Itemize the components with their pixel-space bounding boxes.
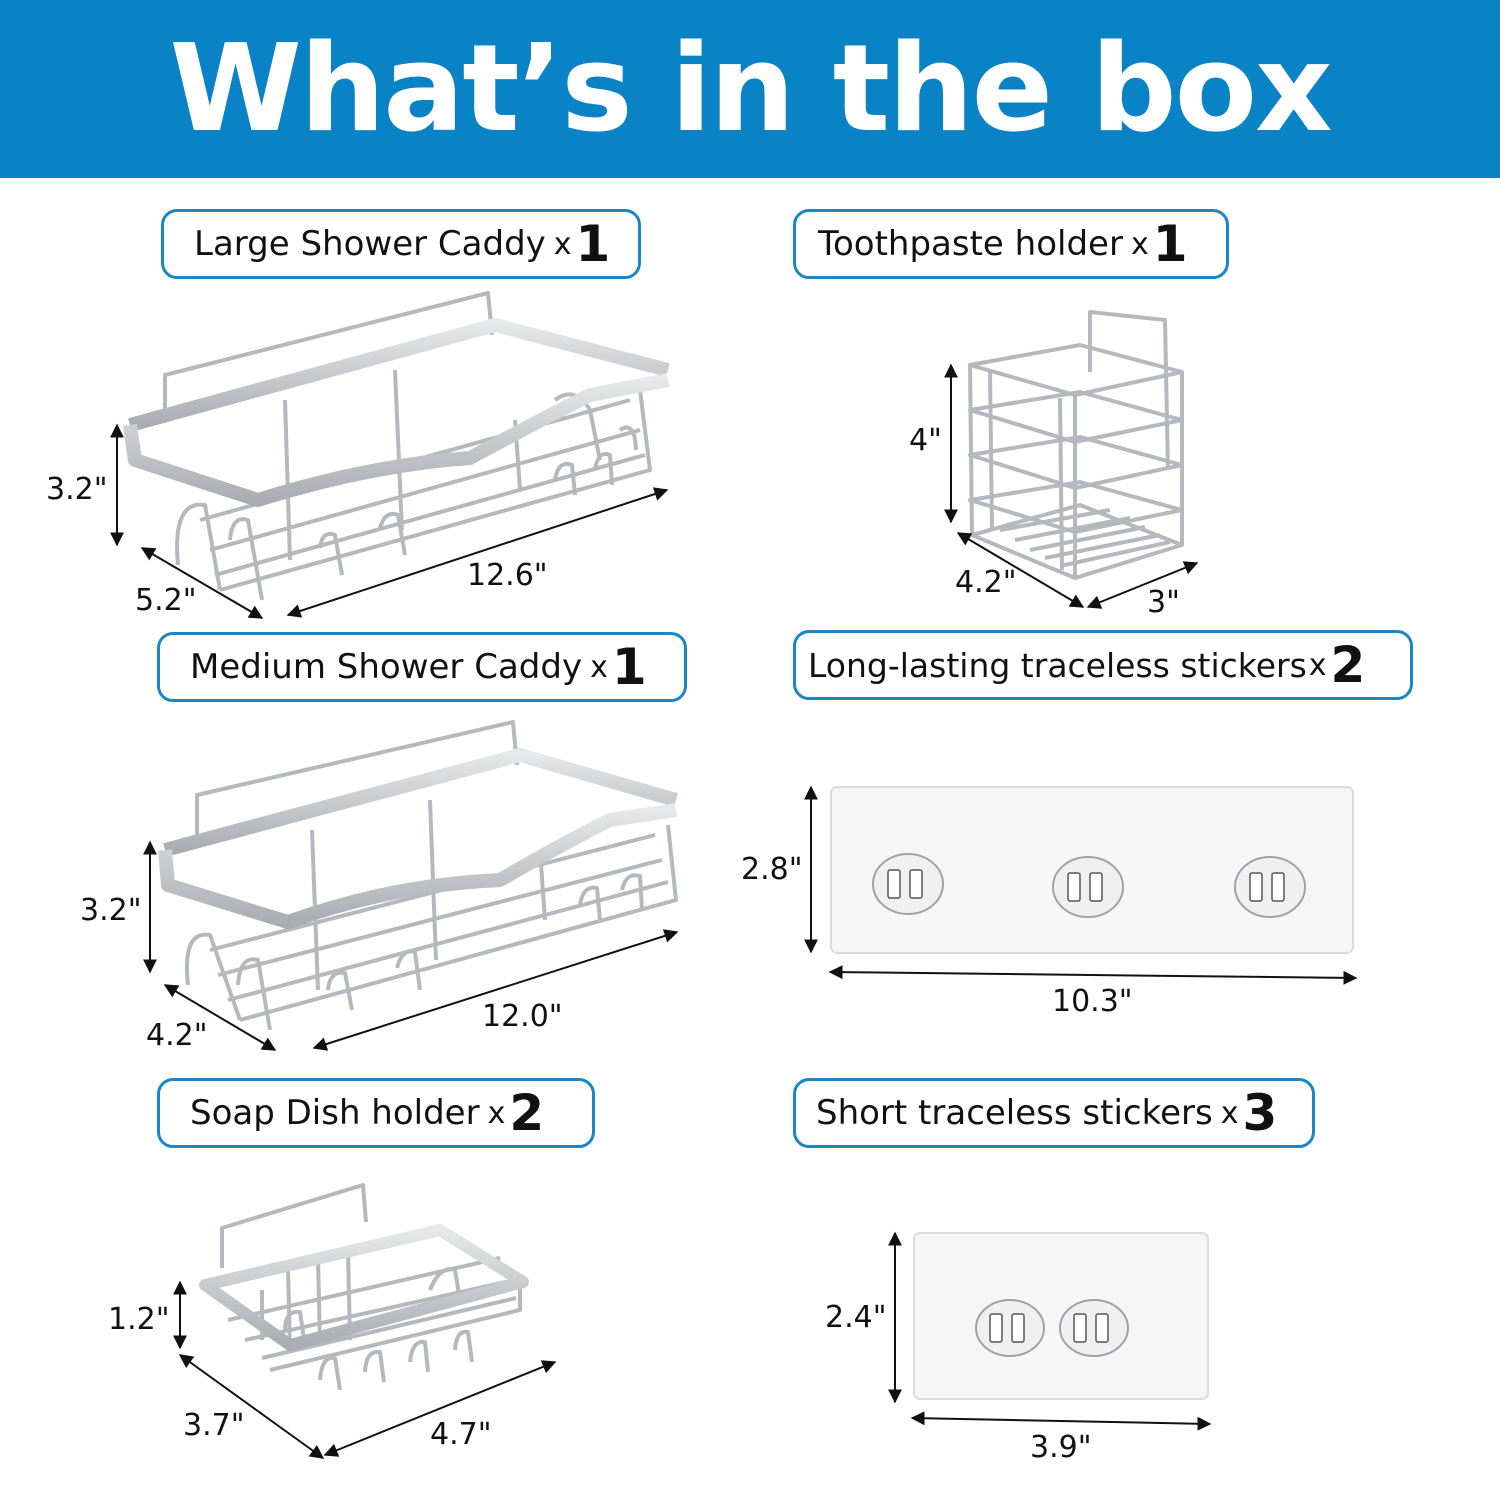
- dimension-label: 10.3": [1052, 984, 1133, 1019]
- dimension-label: 3.2": [46, 472, 108, 507]
- medium-caddy-dimension-lines: [143, 840, 679, 1051]
- large-caddy-dimension-lines: [110, 423, 669, 619]
- hook-icon: [975, 1299, 1045, 1357]
- dimension-label: 4.7": [430, 1417, 492, 1452]
- item-quantity: 2: [509, 1084, 545, 1142]
- dimension-label: 3.2": [80, 893, 142, 928]
- page-title: What’s in the box: [169, 20, 1333, 159]
- label-large-shower-caddy: Large Shower Caddy x 1: [161, 209, 641, 279]
- toothpaste-dimension-lines: [944, 363, 1199, 609]
- item-name: Long-lasting traceless stickers: [808, 645, 1307, 685]
- dimension-label: 12.0": [482, 999, 563, 1034]
- item-name: Medium Shower Caddy: [190, 647, 583, 687]
- dimension-label: 5.2": [135, 583, 197, 618]
- short-sticker-image: [913, 1232, 1209, 1400]
- item-quantity: 3: [1242, 1084, 1278, 1142]
- long-sticker-dimension-lines: [804, 785, 1358, 985]
- label-toothpaste-holder: Toothpaste holder x 1: [793, 209, 1229, 279]
- short-sticker-dimension-lines: [888, 1231, 1212, 1431]
- dimension-label: 12.6": [467, 558, 548, 593]
- item-name: Soap Dish holder: [190, 1093, 480, 1133]
- item-name: Short traceless stickers: [816, 1093, 1213, 1133]
- soap-dish-dimension-lines: [173, 1280, 557, 1459]
- dimension-label: 4": [909, 423, 942, 458]
- item-quantity: 1: [1152, 215, 1188, 273]
- medium-shower-caddy-image: [158, 720, 678, 1031]
- hook-icon: [1052, 856, 1124, 918]
- times-sign: x: [590, 649, 608, 685]
- label-medium-shower-caddy: Medium Shower Caddy x 1: [157, 632, 687, 702]
- dimension-label: 3.9": [1030, 1430, 1092, 1465]
- times-sign: x: [1220, 1095, 1239, 1131]
- large-shower-caddy-image: [123, 291, 675, 601]
- hook-icon: [1234, 856, 1306, 918]
- item-quantity: 2: [1330, 636, 1366, 694]
- title-banner: What’s in the box: [0, 0, 1500, 178]
- dimension-label: 3": [1147, 585, 1180, 620]
- dimension-label: 2.8": [741, 852, 803, 887]
- item-quantity: 1: [575, 215, 611, 273]
- label-soap-dish-holder: Soap Dish holder x 2: [157, 1078, 595, 1148]
- hook-icon: [872, 853, 944, 915]
- soap-dish-holder-image: [199, 1183, 529, 1391]
- times-sign: x: [487, 1095, 506, 1131]
- item-quantity: 1: [611, 638, 647, 696]
- times-sign: x: [1130, 226, 1149, 262]
- dimension-label: 4.2": [146, 1018, 208, 1053]
- toothpaste-holder-image: [968, 310, 1184, 580]
- dimension-label: 4.2": [955, 565, 1017, 600]
- times-sign: x: [1308, 647, 1327, 683]
- label-long-stickers: Long-lasting traceless stickers x 2: [793, 630, 1413, 700]
- long-sticker-image: [830, 786, 1354, 954]
- item-name: Large Shower Caddy: [194, 224, 546, 264]
- label-short-stickers: Short traceless stickers x 3: [793, 1078, 1315, 1148]
- times-sign: x: [553, 226, 572, 262]
- dimension-label: 1.2": [108, 1302, 170, 1337]
- hook-icon: [1059, 1299, 1129, 1357]
- dimension-label: 2.4": [825, 1300, 887, 1335]
- dimension-label: 3.7": [183, 1408, 245, 1443]
- item-name: Toothpaste holder: [818, 224, 1123, 264]
